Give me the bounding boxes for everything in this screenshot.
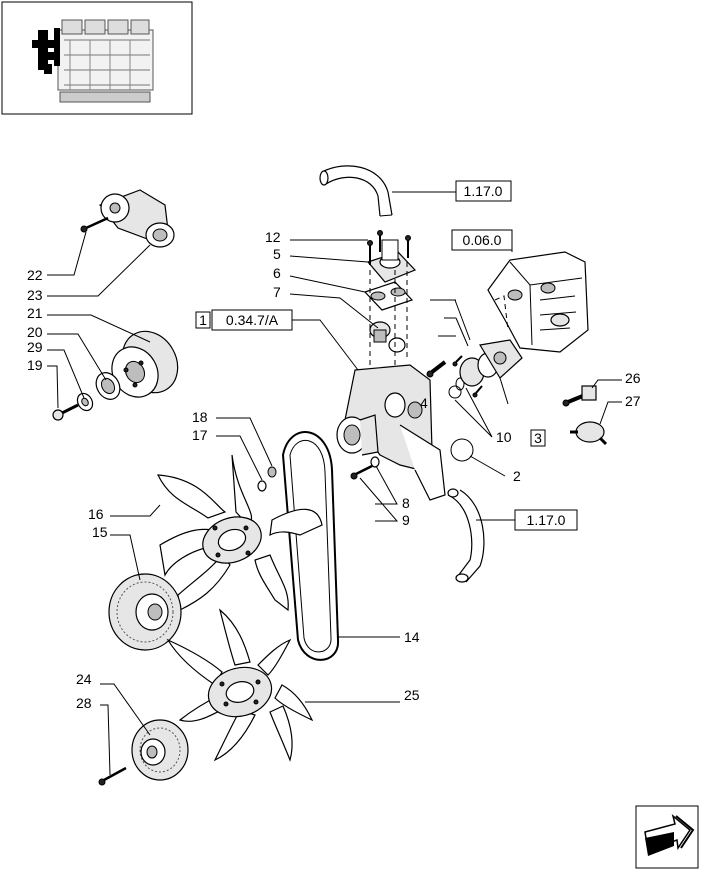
cover-bolts-part xyxy=(367,230,411,265)
part-label-7[interactable]: 7 xyxy=(273,284,281,300)
part-label-5[interactable]: 5 xyxy=(273,246,281,262)
engine-block-part xyxy=(487,251,589,353)
fan-16-part xyxy=(157,454,323,612)
part-label-15[interactable]: 15 xyxy=(92,524,108,540)
part-label-6[interactable]: 6 xyxy=(273,265,281,281)
bearing-part xyxy=(95,372,121,400)
viscous-coupling-15-part xyxy=(108,573,182,651)
engine-overview-icon xyxy=(32,19,154,103)
part-label-12[interactable]: 12 xyxy=(265,229,281,245)
sensor-26-part xyxy=(562,385,597,407)
part-label-28[interactable]: 28 xyxy=(76,695,92,711)
ref-box-pump-kit[interactable]: 0.34.7/A xyxy=(211,309,293,331)
temperature-sensor-part xyxy=(426,360,447,378)
fan-nut-part xyxy=(257,466,277,492)
ref-box-3[interactable]: 3 xyxy=(530,429,546,447)
lower-hose xyxy=(447,488,485,583)
upper-hose xyxy=(319,165,393,217)
fan-25-part xyxy=(166,608,314,762)
small-bolts-part xyxy=(452,355,483,398)
drive-belt-part xyxy=(281,431,340,661)
engine-thumbnail[interactable] xyxy=(1,1,193,115)
part-label-9[interactable]: 9 xyxy=(402,512,410,528)
ref-box-label: 0.06.0 xyxy=(463,232,502,248)
part-label-23[interactable]: 23 xyxy=(27,287,43,303)
o-ring-large-part xyxy=(450,438,474,462)
ref-box-engine-block[interactable]: 0.06.0 xyxy=(451,229,513,251)
gasket-part xyxy=(363,281,414,311)
pump-bolt-part xyxy=(350,456,380,480)
pulley-bolt-part xyxy=(52,403,79,421)
part-label-17[interactable]: 17 xyxy=(192,427,208,443)
part-label-21[interactable]: 21 xyxy=(27,305,43,321)
part-label-26[interactable]: 26 xyxy=(625,370,641,386)
ref-box-label: 0.34.7/A xyxy=(226,312,279,328)
ref-box-hose-bottom[interactable]: 1.17.0 xyxy=(514,509,578,531)
thermostat-cover-part xyxy=(366,239,417,283)
next-page-arrow-icon xyxy=(644,813,695,856)
ref-box-label: 1 xyxy=(199,312,207,328)
tensioner-bolt-part xyxy=(80,216,109,233)
part-label-24[interactable]: 24 xyxy=(76,671,92,687)
viscous-coupling-24-part xyxy=(131,719,189,781)
part-label-20[interactable]: 20 xyxy=(27,324,43,340)
part-label-29[interactable]: 29 xyxy=(27,339,43,355)
next-page-button[interactable] xyxy=(635,805,699,869)
pulley-part xyxy=(111,330,179,398)
elbow-outlet-part xyxy=(459,339,523,387)
part-label-10[interactable]: 10 xyxy=(496,429,512,445)
pump-pulley-hub-part xyxy=(336,414,379,456)
ref-box-label: 1.17.0 xyxy=(464,183,503,199)
part-label-8[interactable]: 8 xyxy=(402,495,410,511)
water-pump-body-part xyxy=(344,364,446,501)
part-label-18[interactable]: 18 xyxy=(192,409,208,425)
part-label-22[interactable]: 22 xyxy=(27,267,43,283)
ref-box-label: 1.17.0 xyxy=(527,512,566,528)
part-label-14[interactable]: 14 xyxy=(404,629,420,645)
part-label-19[interactable]: 19 xyxy=(27,357,43,373)
sensor-27-part xyxy=(570,421,608,446)
part-label-3[interactable]: 3 xyxy=(534,430,542,446)
washer-part xyxy=(76,392,94,412)
part-label-27[interactable]: 27 xyxy=(625,393,641,409)
ref-box-hose-top[interactable]: 1.17.0 xyxy=(455,180,512,202)
thermostat-part xyxy=(369,321,406,353)
belt-tensioner-part xyxy=(99,189,175,248)
ref-box-pump-kit-number[interactable]: 1 xyxy=(195,311,211,329)
part-label-4[interactable]: 4 xyxy=(420,395,428,411)
coupling-bolt-part xyxy=(98,766,127,786)
part-label-16[interactable]: 16 xyxy=(88,506,104,522)
part-label-2[interactable]: 2 xyxy=(513,468,521,484)
o-ring-small-part xyxy=(448,377,465,399)
part-label-25[interactable]: 25 xyxy=(404,687,420,703)
